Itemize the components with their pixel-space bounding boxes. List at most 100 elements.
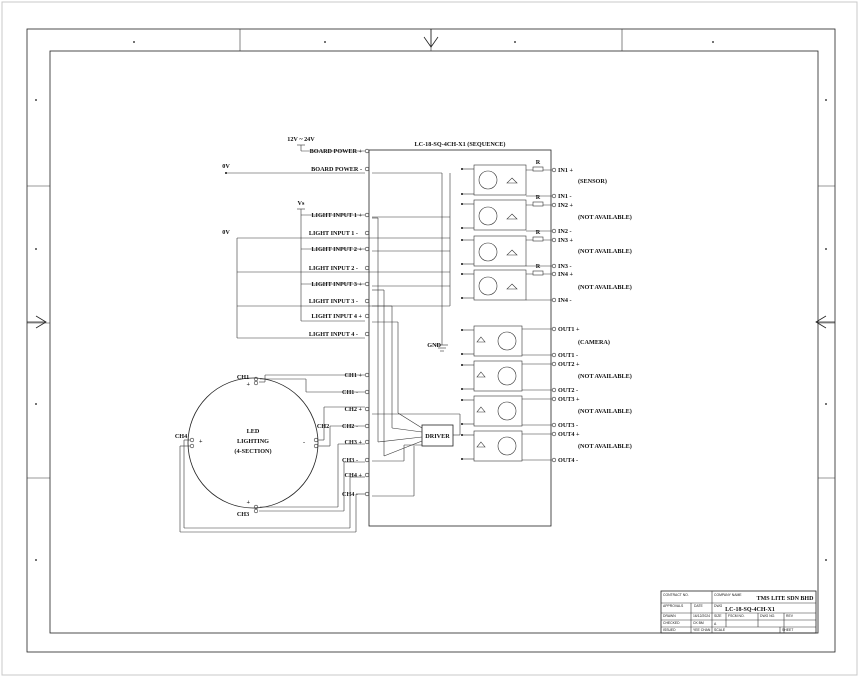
led-ch2-label: CH2 — [317, 423, 329, 430]
resistor-2-label: R — [536, 194, 541, 201]
in4-plus: IN4 + — [558, 271, 574, 278]
pin-light-input-1-plus: LIGHT INPUT 1 + — [311, 212, 362, 219]
in1-plus: IN1 + — [558, 167, 574, 174]
pin-board-power-minus: BOARD POWER - — [311, 166, 362, 173]
in1-note: (SENSOR) — [578, 178, 607, 185]
tb-company-name-label: COMPANY NAME — [714, 593, 742, 597]
in4-note: (NOT AVAILABLE) — [578, 284, 632, 291]
pin-light-input-3-plus: LIGHT INPUT 3 + — [311, 281, 362, 288]
out3-plus: OUT3 + — [558, 396, 580, 403]
tb-dwg-no: DWG NO. — [760, 614, 775, 618]
controller-board — [368, 149, 552, 527]
out3-note: (NOT AVAILABLE) — [578, 408, 632, 415]
tb-rev: REV — [786, 614, 794, 618]
tb-size: SIZE — [714, 614, 722, 618]
zone-marks — [35, 41, 827, 561]
pin-ch3-plus: CH3 + — [345, 439, 363, 446]
tb-contract-no: CONTRACT NO. — [663, 593, 689, 597]
vs-label: Vs — [298, 200, 305, 207]
out3-minus: OUT3 - — [558, 422, 578, 429]
pin-ch4-plus: CH4 + — [345, 472, 363, 479]
title-block: CONTRACT NO. COMPANY NAME TMS LITE SDN B… — [660, 590, 817, 634]
resistor-3-label: R — [536, 229, 541, 236]
out4-note: (NOT AVAILABLE) — [578, 443, 632, 450]
in3-minus: IN3 - — [558, 263, 572, 270]
in2-minus: IN2 - — [558, 228, 572, 235]
pin-light-input-2-minus: LIGHT INPUT 2 - — [309, 265, 358, 272]
input-optocouplers — [461, 164, 557, 303]
zone-dividers — [27, 29, 835, 479]
pin-light-input-4-minus: LIGHT INPUT 4 - — [309, 331, 358, 338]
out1-note: (CAMERA) — [578, 339, 610, 346]
out1-plus: OUT1 + — [558, 326, 580, 333]
led-ch4-plus: + — [199, 438, 203, 445]
in2-plus: IN2 + — [558, 202, 574, 209]
led-ch4-label: CH4 — [175, 433, 187, 440]
zero-v-label: 0V — [222, 163, 230, 170]
left-pin-labels: BOARD POWER + BOARD POWER - LIGHT INPUT … — [309, 148, 363, 498]
tb-drawing: LC-18-SQ-4CH-X1 — [725, 607, 775, 613]
tb-sheet: SHEET — [782, 628, 793, 632]
tb-checked: CHECKED — [663, 621, 680, 625]
tb-drawn-date: 16/12/2024 — [693, 614, 710, 618]
tb-scale: SCALE — [714, 628, 726, 632]
zero-v-light-label: 0V — [222, 229, 230, 236]
led-ch3-label: CH3 — [237, 511, 249, 518]
zero-v-terminal — [225, 172, 227, 174]
pin-ch1-minus: CH1 - — [342, 389, 358, 396]
in1-minus: IN1 - — [558, 193, 572, 200]
tb-company: TMS LITE SDN BHD — [757, 596, 815, 602]
tb-checked-by: CK BM — [693, 621, 704, 625]
led-line1: LED — [247, 428, 260, 435]
pin-ch3-minus: CH3 - — [342, 457, 358, 464]
pin-ch2-minus: CH2 - — [342, 423, 358, 430]
led-ch3-plus: + — [246, 499, 250, 506]
out2-minus: OUT2 - — [558, 387, 578, 394]
tb-fscm-no: FSCM NO. — [728, 614, 745, 618]
led-ch1-plus: + — [246, 381, 250, 388]
out1-minus: OUT1 - — [558, 352, 578, 359]
in2-note: (NOT AVAILABLE) — [578, 214, 632, 221]
driver-box — [421, 424, 454, 447]
out2-plus: OUT2 + — [558, 361, 580, 368]
out2-note: (NOT AVAILABLE) — [578, 373, 632, 380]
tb-issued: ISSUED — [663, 628, 676, 632]
pin-light-input-3-minus: LIGHT INPUT 3 - — [309, 298, 358, 305]
left-terminals — [364, 148, 370, 497]
led-line2: LIGHTING — [237, 438, 269, 445]
pin-ch2-plus: CH2 + — [345, 406, 363, 413]
pin-light-input-2-plus: LIGHT INPUT 2 + — [311, 246, 362, 253]
pin-light-input-4-plus: LIGHT INPUT 4 + — [311, 313, 362, 320]
in4-minus: IN4 - — [558, 297, 572, 304]
tb-size-val: A — [714, 622, 717, 626]
led-ch2-minus: - — [303, 439, 305, 446]
gnd-label: GND — [427, 342, 441, 349]
in3-plus: IN3 + — [558, 237, 574, 244]
tb-drawn: DRAWN — [663, 614, 676, 618]
resistor-4-label: R — [536, 263, 541, 270]
tb-dwg: DWG — [714, 604, 723, 608]
out4-plus: OUT4 + — [558, 431, 580, 438]
led-lighting-ring — [187, 377, 319, 509]
resistor-1-label: R — [536, 159, 541, 166]
pin-ch1-plus: CH1 + — [345, 372, 363, 379]
led-channel-wiring — [179, 217, 461, 533]
pin-light-input-1-minus: LIGHT INPUT 1 - — [309, 230, 358, 237]
led-ch1-label: CH1 — [237, 374, 249, 381]
led-line3: (4-SECTION) — [234, 448, 271, 455]
light-input-wiring — [236, 173, 451, 339]
tb-issued-val: YEE CHAN — [693, 628, 711, 632]
centering-arrows — [27, 29, 835, 329]
tb-approvals: APPROVALS — [663, 604, 684, 608]
led-terminals — [189, 376, 319, 514]
pin-board-power-plus: BOARD POWER + — [310, 148, 363, 155]
output-optocouplers — [461, 325, 557, 463]
in3-note: (NOT AVAILABLE) — [578, 248, 632, 255]
supply-label: 12V ~ 24V — [287, 136, 315, 143]
inner-frame — [49, 50, 819, 634]
outer-frame — [26, 28, 836, 653]
board-title: LC-18-SQ-4CH-X1 (SEQUENCE) — [415, 141, 506, 148]
